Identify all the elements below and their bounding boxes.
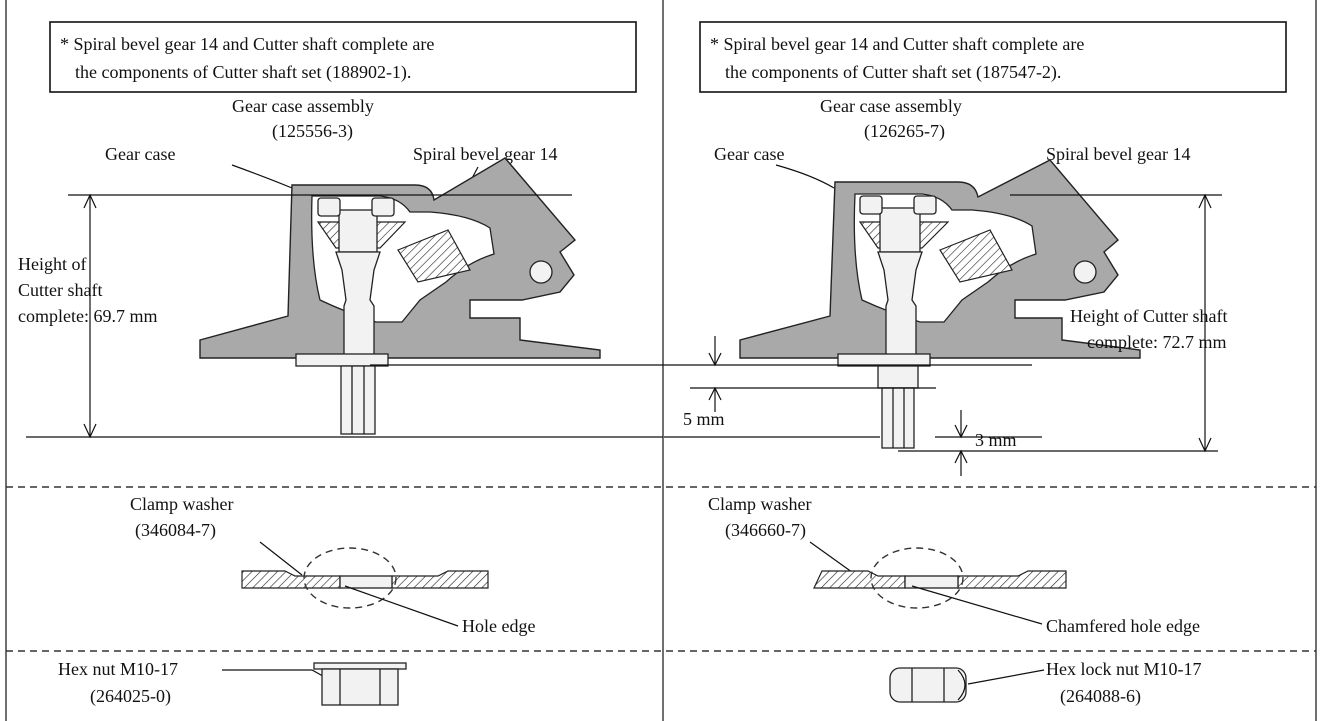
left-height-label-line3: complete: 69.7 mm (18, 306, 157, 326)
left-note-line1: * Spiral bevel gear 14 and Cutter shaft … (60, 34, 434, 54)
right-clamp-washer-label: Clamp washer (708, 494, 811, 514)
left-gear-case-drawing (199, 157, 601, 435)
right-clamp-washer-number: (346660-7) (725, 520, 806, 541)
right-height-label-line2: complete: 72.7 mm (1087, 332, 1226, 352)
right-gear-case-leader (775, 164, 835, 189)
diagram-frame (5, 0, 1317, 721)
left-hex-nut-leader (222, 669, 331, 681)
right-gear-case-label: Gear case (714, 144, 784, 164)
right-height-dimension (663, 193, 1222, 453)
left-hex-nut-number: (264025-0) (90, 686, 171, 707)
right-3mm-label: 3 mm (975, 430, 1017, 450)
right-hex-nut-number: (264088-6) (1060, 686, 1141, 707)
right-gear-case-assembly-label: Gear case assembly (820, 96, 962, 116)
right-panel: * Spiral bevel gear 14 and Cutter shaft … (663, 21, 1287, 707)
left-gear-case-label: Gear case (105, 144, 175, 164)
right-hole-edge-leader (911, 585, 1043, 625)
left-hole-edge-leader (344, 585, 459, 627)
right-gear-case-assembly-number: (126265-7) (864, 121, 945, 142)
left-hole-edge-label: Hole edge (462, 616, 535, 636)
left-hex-nut-drawing (313, 662, 407, 706)
right-note-line2: the components of Cutter shaft set (1875… (725, 62, 1061, 83)
left-panel: * Spiral bevel gear 14 and Cutter shaft … (18, 21, 663, 707)
right-clamp-washer-drawing (813, 547, 1067, 609)
right-spiral-bevel-gear-label: Spiral bevel gear 14 (1046, 144, 1190, 164)
right-hex-nut-leader (967, 669, 1045, 685)
right-note-line1: * Spiral bevel gear 14 and Cutter shaft … (710, 34, 1084, 54)
right-hole-edge-label: Chamfered hole edge (1046, 616, 1200, 636)
left-clamp-washer-drawing (241, 547, 489, 609)
left-spiral-bevel-gear-label: Spiral bevel gear 14 (413, 144, 557, 164)
right-5mm-label: 5 mm (683, 409, 725, 429)
right-gear-case-drawing (739, 159, 1141, 449)
right-hex-nut-drawing (889, 667, 967, 703)
left-height-dimension (26, 193, 663, 439)
right-clamp-washer-leader (809, 541, 857, 576)
left-gear-case-assembly-number: (125556-3) (272, 121, 353, 142)
left-clamp-washer-number: (346084-7) (135, 520, 216, 541)
left-note-box: * Spiral bevel gear 14 and Cutter shaft … (49, 21, 637, 93)
right-3mm-dimension (954, 410, 968, 476)
left-hole-detail-circle (303, 547, 397, 609)
left-gear-case-leader (231, 164, 293, 189)
right-height-label-line1: Height of Cutter shaft (1070, 306, 1227, 326)
left-height-label-line2: Cutter shaft (18, 280, 102, 300)
left-clamp-washer-leader (259, 541, 303, 576)
right-5mm-dimension (708, 336, 722, 412)
left-clamp-washer-label: Clamp washer (130, 494, 233, 514)
right-note-box: * Spiral bevel gear 14 and Cutter shaft … (699, 21, 1287, 93)
left-hex-nut-label: Hex nut M10-17 (58, 659, 178, 679)
left-gear-case-assembly-label: Gear case assembly (232, 96, 374, 116)
right-hex-nut-label: Hex lock nut M10-17 (1046, 659, 1201, 679)
right-hole-detail-circle (870, 547, 964, 609)
left-note-line2: the components of Cutter shaft set (1889… (75, 62, 411, 83)
left-height-label-line1: Height of (18, 254, 86, 274)
